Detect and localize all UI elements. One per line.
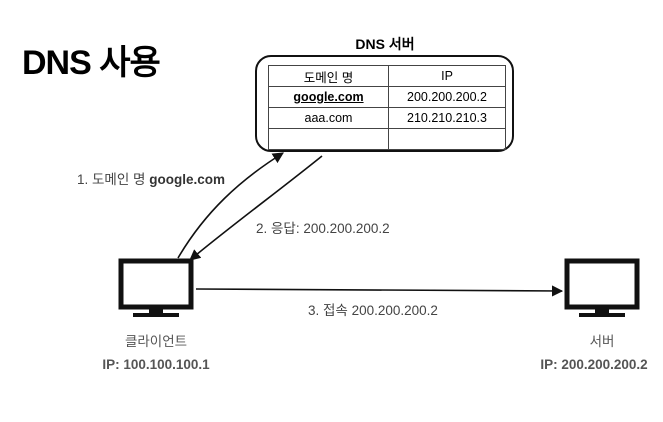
client-ip: IP: 100.100.100.1 <box>102 357 210 372</box>
page-title: DNS 사용 <box>22 44 161 82</box>
step-response-label: 2. 응답: 200.200.200.2 <box>256 221 390 236</box>
dns-table: 도메인 명 IP google.com 200.200.200.2 aaa.co… <box>268 65 506 150</box>
step-request-domain: google.com <box>149 172 225 187</box>
table-cell-ip: 200.200.200.2 <box>388 86 506 108</box>
table-header-domain: 도메인 명 <box>268 65 389 87</box>
connect-arrow <box>195 285 564 297</box>
step-request-label: 1. 도메인 명 google.com <box>77 168 225 188</box>
response-arrow <box>189 155 323 261</box>
table-row: google.com 200.200.200.2 <box>268 86 506 108</box>
dns-server-box: 도메인 명 IP google.com 200.200.200.2 aaa.co… <box>255 55 514 152</box>
server-ip: IP: 200.200.200.2 <box>540 357 648 372</box>
dns-server-label: DNS 서버 <box>355 36 415 52</box>
table-header-row: 도메인 명 IP <box>268 65 506 87</box>
client-label: 클라이언트 <box>124 334 188 349</box>
request-arrow <box>177 152 284 259</box>
table-row <box>268 128 506 150</box>
server-label: 서버 <box>589 334 615 349</box>
table-cell-ip <box>388 128 506 150</box>
server-monitor-icon <box>564 258 640 317</box>
table-cell-domain: google.com <box>293 90 364 104</box>
step-connect-label: 3. 접속 200.200.200.2 <box>308 303 438 318</box>
step-request-prefix: 1. 도메인 명 <box>77 172 150 187</box>
client-monitor-icon <box>118 258 194 317</box>
